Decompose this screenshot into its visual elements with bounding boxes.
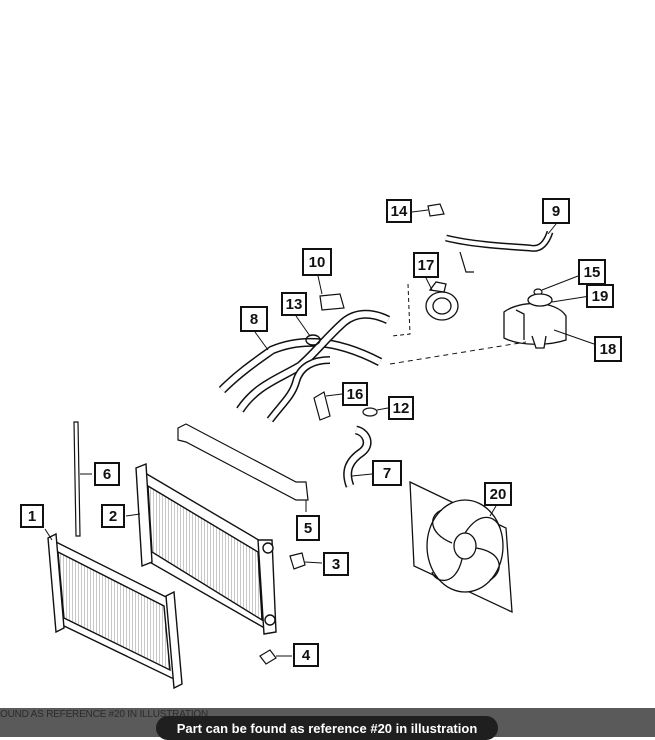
callout-4: 4: [293, 643, 319, 667]
part-4-clip: [259, 649, 277, 665]
part-5-seal: [177, 423, 309, 501]
callout-2: 2: [101, 504, 125, 528]
callout-15: 15: [578, 259, 606, 285]
footer-ghost-text: OUND AS REFERENCE #20 IN ILLUSTRATION: [0, 709, 209, 720]
part-16-bracket: [313, 391, 331, 421]
callout-7: 7: [372, 460, 402, 486]
part-7-hose: [343, 425, 372, 488]
part-18-reservoir: [503, 293, 567, 349]
callout-16: 16: [342, 382, 368, 406]
part-9-overflow-hose: [445, 230, 554, 273]
callout-17: 17: [413, 252, 439, 278]
callout-18: 18: [594, 336, 622, 362]
callout-8: 8: [240, 306, 268, 332]
callout-10: 10: [302, 248, 332, 276]
callout-9: 9: [542, 198, 570, 224]
callout-12: 12: [388, 396, 414, 420]
part-20-fan-shroud: [409, 480, 513, 614]
part-13-o-ring: [305, 334, 321, 346]
callout-5: 5: [296, 515, 320, 541]
callout-19: 19: [586, 284, 614, 308]
part-6-seal-strip: [73, 421, 81, 537]
part-3-clip: [289, 552, 306, 570]
part-1-condenser: [47, 532, 183, 690]
part-2-radiator: [135, 462, 277, 635]
callout-6: 6: [94, 462, 120, 486]
part-14-cap: [427, 203, 445, 217]
callout-20: 20: [484, 482, 512, 506]
part-10-sensor: [319, 293, 345, 311]
callout-13: 13: [281, 292, 307, 316]
callout-3: 3: [323, 552, 349, 576]
callout-14: 14: [386, 199, 412, 223]
part-17-pump: [425, 281, 459, 321]
footer-reference-badge: Part can be found as reference #20 in il…: [156, 716, 498, 740]
callout-1: 1: [20, 504, 44, 528]
part-12-clamp: [362, 407, 378, 417]
part-8-hose-assembly: [218, 309, 391, 423]
